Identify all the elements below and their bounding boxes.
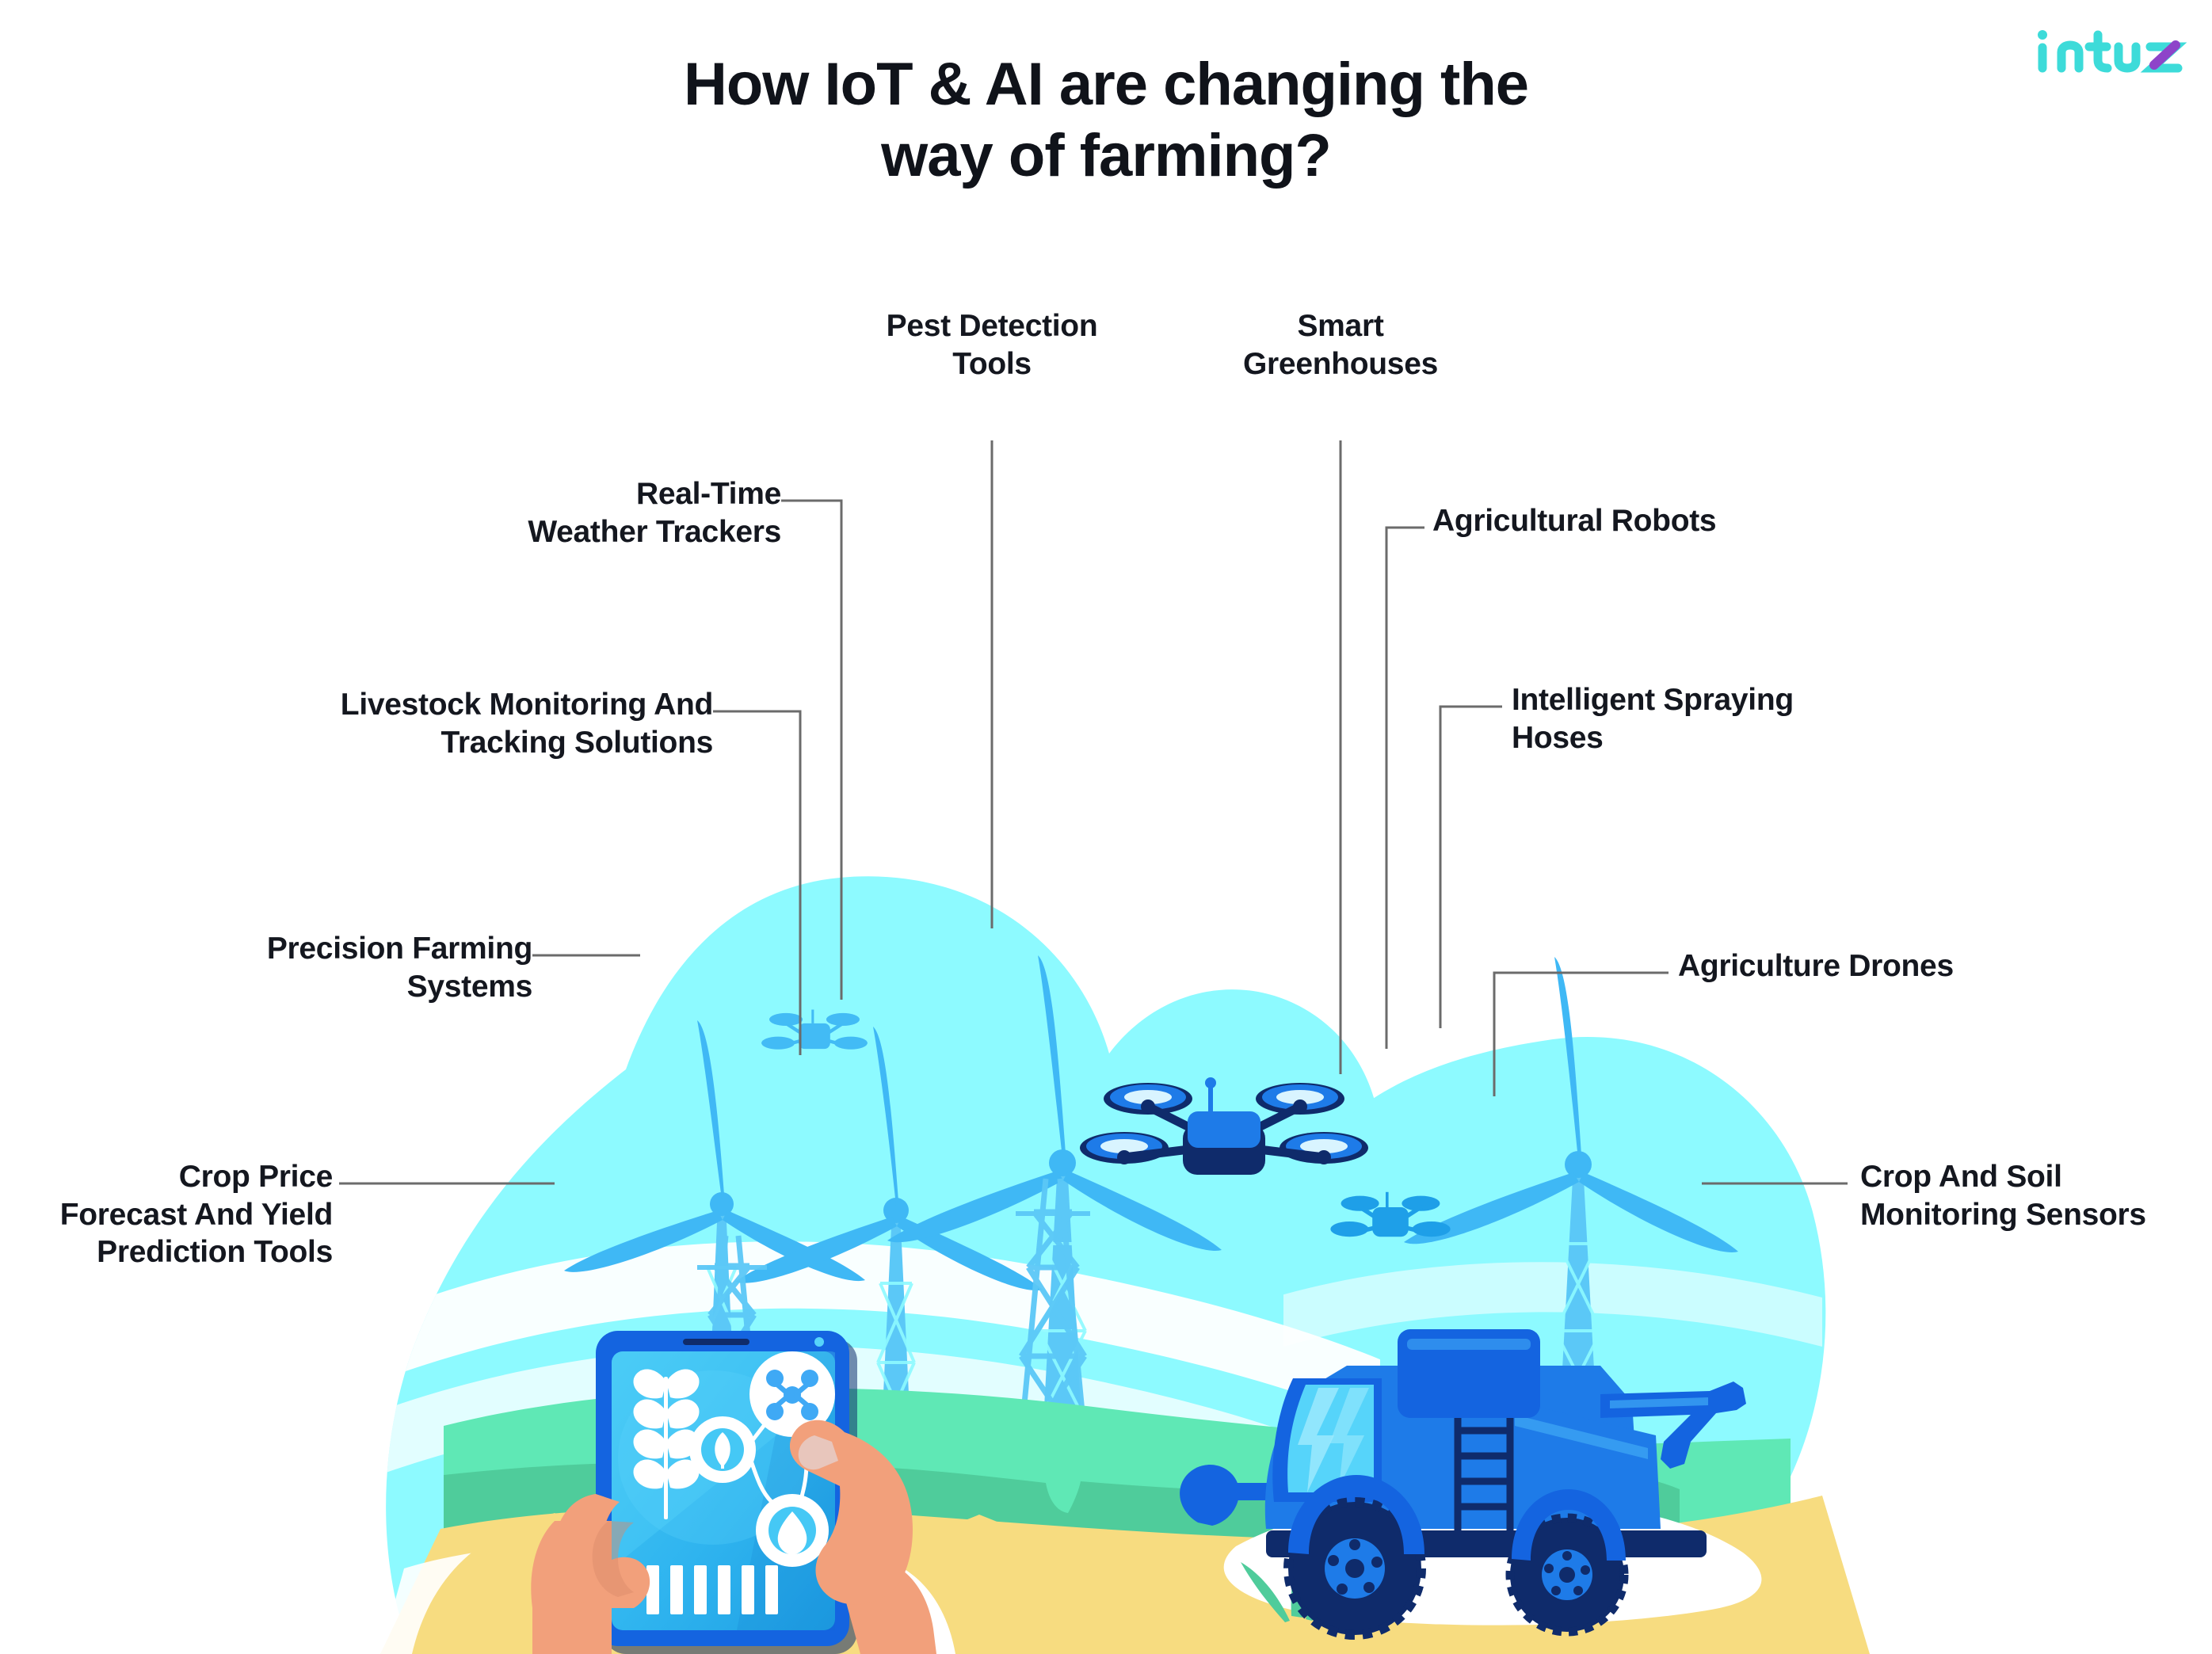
sky-swoosh-bands-right (1283, 1262, 1822, 1351)
title-line-1: How IoT & AI are changing the (683, 51, 1529, 118)
network-icon (749, 1351, 835, 1437)
farmer-hands-and-tablet (412, 1331, 1114, 1654)
combine-harvester (1180, 1329, 1746, 1640)
page-title: How IoT & AI are changing the way of far… (551, 49, 1661, 191)
callout-livestock-monitoring[interactable]: Livestock Monitoring And Tracking Soluti… (340, 688, 714, 760)
callout-smart-greenhouses[interactable]: Smart Greenhouses (1243, 309, 1438, 381)
callout-agricultural-robots[interactable]: Agricultural Robots (1432, 504, 1717, 538)
callout-crop-soil-sensors[interactable]: Crop And Soil Monitoring Sensors (1860, 1160, 2146, 1232)
hand-right (789, 1420, 936, 1654)
title-line-2: way of farming? (881, 121, 1332, 189)
callout-pest-detection-tools[interactable]: Pest Detection Tools (886, 309, 1098, 381)
bar-chart-icon (646, 1565, 778, 1614)
callout-real-time-weather-trackers[interactable]: Real-Time Weather Trackers (528, 477, 781, 549)
callout-agriculture-drones[interactable]: Agriculture Drones (1678, 949, 1954, 983)
intuz-logo[interactable] (2033, 24, 2191, 79)
water-drop-icon (756, 1494, 829, 1567)
drone-small-right (1330, 1191, 1451, 1237)
drone-large-center (1080, 1077, 1368, 1175)
callout-precision-farming-systems[interactable]: Precision Farming Systems (266, 932, 532, 1004)
harvester-front-wheel (1283, 1497, 1426, 1640)
intuz-logo-mark (2038, 30, 2187, 73)
harvester-rear-wheel (1505, 1513, 1629, 1637)
callout-crop-price-forecast[interactable]: Crop Price Forecast And Yield Prediction… (59, 1160, 334, 1270)
hand-left (531, 1494, 650, 1654)
wheat-icon (633, 1369, 700, 1519)
callout-intelligent-spraying-hoses[interactable]: Intelligent Spraying Hoses (1512, 683, 1794, 755)
seed-icon (689, 1416, 756, 1483)
